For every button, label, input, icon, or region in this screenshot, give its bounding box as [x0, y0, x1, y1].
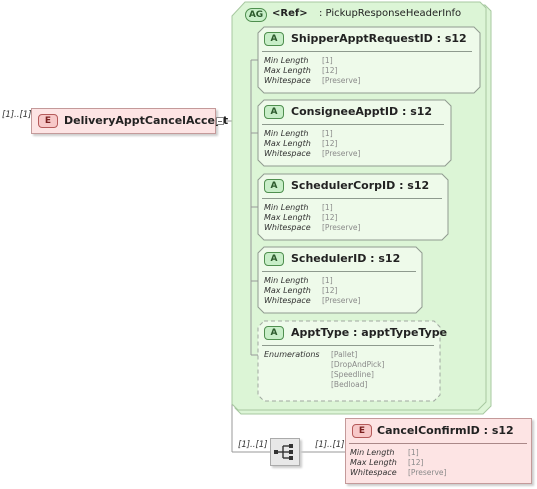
facet-value: [12] [322, 139, 338, 148]
enum-value: [Pallet] [331, 350, 358, 359]
ref-label: <Ref> [272, 8, 308, 19]
facet-value: [12] [408, 458, 424, 467]
child-element-name: CancelConfirmID : s12 [377, 424, 514, 437]
element-badge: E [352, 424, 372, 438]
enumerations-label: Enumerations [264, 350, 320, 359]
facet-key: Whitespace [264, 76, 311, 85]
facet-key: Min Length [264, 56, 309, 65]
facet-value: [1] [322, 203, 333, 212]
facet-key: Min Length [264, 129, 309, 138]
facet-key: Min Length [350, 448, 395, 457]
facet-value: [Preserve] [322, 296, 361, 305]
ref-group-name: : PickupResponseHeaderInfo [319, 8, 462, 19]
facet-value: [1] [322, 56, 333, 65]
attribute-badge: A [264, 105, 284, 119]
facet-key: Whitespace [264, 149, 311, 158]
facet-key: Max Length [264, 66, 311, 75]
attribute-name: SchedulerCorpID : s12 [291, 179, 430, 192]
enum-value: [Bedload] [331, 380, 368, 389]
collapse-toggle-icon[interactable] [216, 117, 224, 125]
element-badge: E [38, 114, 58, 128]
facet-value: [1] [408, 448, 419, 457]
attribute-name: ApptType : apptTypeType [291, 326, 448, 339]
attribute-badge: A [264, 326, 284, 340]
enum-value: [DropAndPick] [331, 360, 385, 369]
facet-value: [12] [322, 213, 338, 222]
attribute-consignee-appt-id[interactable]: A ConsigneeApptID : s12 Min Length [1] M… [257, 99, 452, 167]
attribute-name: ShipperApptRequestID : s12 [291, 32, 467, 45]
facet-value: [1] [322, 276, 333, 285]
attribute-name: SchedulerID : s12 [291, 252, 401, 265]
attribute-badge: A [264, 32, 284, 46]
attribute-group-badge: AG [245, 8, 267, 22]
facet-value: [Preserve] [322, 76, 361, 85]
attribute-appt-type[interactable]: A ApptType : apptTypeType Enumerations [… [257, 320, 447, 402]
sequence-multiplicity-out: [1]..[1] [315, 440, 345, 450]
facet-key: Max Length [264, 286, 311, 295]
child-element-cancel-confirm-id[interactable]: E CancelConfirmID : s12 Min Length [1] M… [345, 418, 532, 484]
facet-value: [Preserve] [408, 468, 447, 477]
facet-key: Max Length [264, 213, 311, 222]
facet-key: Whitespace [264, 223, 311, 232]
facet-value: [Preserve] [322, 149, 361, 158]
facet-value: [Preserve] [322, 223, 361, 232]
facet-key: Whitespace [350, 468, 397, 477]
facet-key: Max Length [350, 458, 397, 467]
facet-value: [1] [322, 129, 333, 138]
attribute-badge: A [264, 252, 284, 266]
facet-key: Min Length [264, 276, 309, 285]
root-element-name: DeliveryApptCancelAccept [64, 114, 229, 127]
root-element-box[interactable]: E DeliveryApptCancelAccept [31, 108, 228, 134]
attribute-badge: A [264, 179, 284, 193]
facet-key: Whitespace [264, 296, 311, 305]
facet-key: Min Length [264, 203, 309, 212]
attribute-scheduler-id[interactable]: A SchedulerID : s12 Min Length [1] Max L… [257, 246, 423, 314]
root-multiplicity: [1]..[1] [2, 110, 32, 120]
facet-value: [12] [322, 66, 338, 75]
facet-value: [12] [322, 286, 338, 295]
sequence-icon[interactable] [270, 438, 300, 466]
facet-key: Max Length [264, 139, 311, 148]
sequence-multiplicity-in: [1]..[1] [238, 440, 268, 450]
enum-value: [Speedline] [331, 370, 374, 379]
attribute-scheduler-corp-id[interactable]: A SchedulerCorpID : s12 Min Length [1] M… [257, 173, 449, 241]
attribute-name: ConsigneeApptID : s12 [291, 105, 433, 118]
attribute-shipper-appt-request-id[interactable]: A ShipperApptRequestID : s12 Min Length … [257, 26, 481, 94]
